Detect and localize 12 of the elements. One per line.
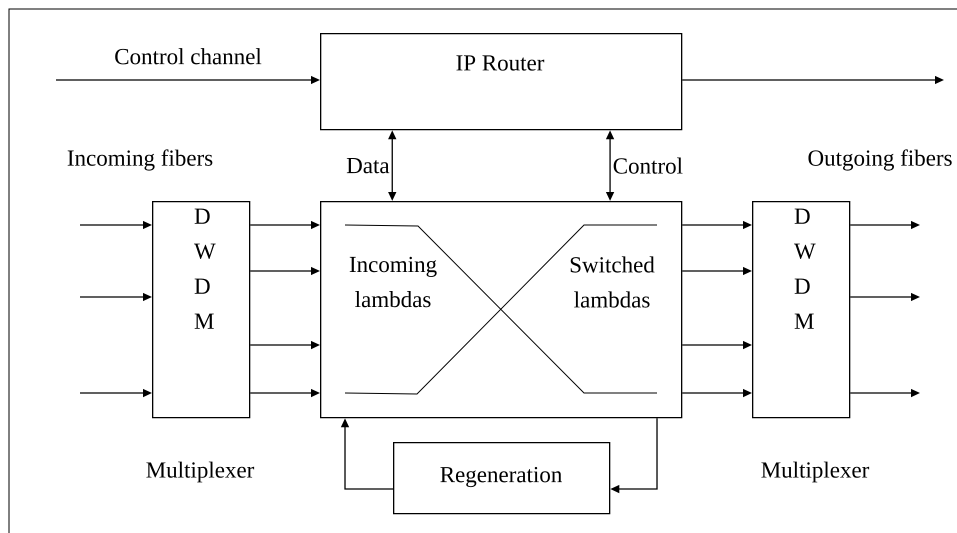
label: Outgoing fibers (808, 149, 952, 171)
multiplexer-box: D W D M (752, 201, 850, 418)
edge-label: Control channel (115, 48, 262, 64)
router-box: IP Router (320, 33, 682, 130)
edge-label: Data (346, 158, 390, 174)
multiplexer-box: D W D M (152, 201, 250, 418)
edge-label: Control (614, 158, 683, 174)
node-label: Multiplexer (146, 462, 254, 482)
regeneration-box: Regeneration (393, 442, 610, 514)
node-label: Multiplexer (761, 462, 870, 482)
switch-box: Incoming lambdas Switched lambdas (320, 201, 682, 418)
label: Incoming fibers (68, 149, 212, 171)
